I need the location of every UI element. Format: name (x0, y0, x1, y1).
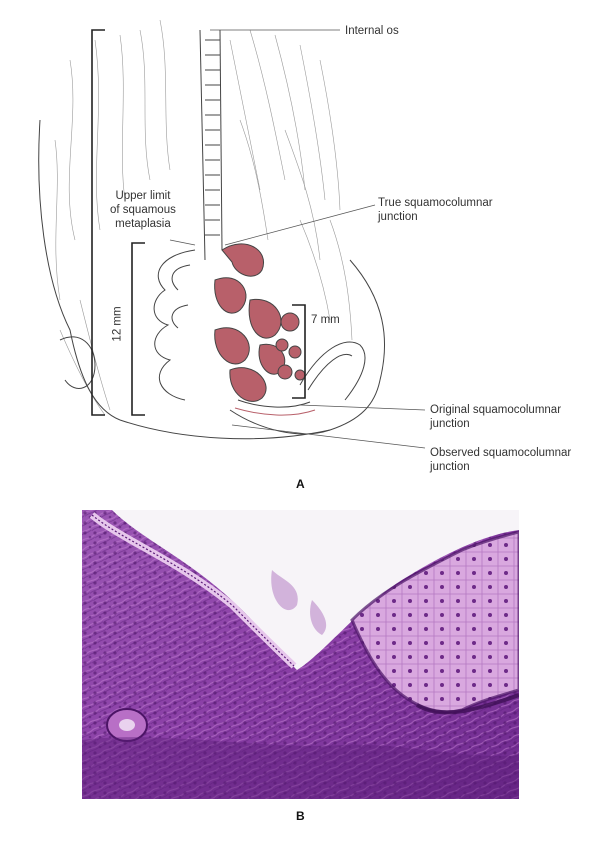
true-junction-label: True squamocolumnar junction (378, 196, 493, 224)
upper-limit-leader (169, 239, 196, 246)
observed-junction-line-1: Observed squamocolumnar (430, 447, 572, 459)
twelve-mm-label: 12 mm (111, 306, 124, 342)
original-junction-line-2: junction (430, 418, 470, 430)
internal-os-label: Internal os (345, 25, 399, 37)
ectocervix-epithelium (234, 341, 366, 416)
histology-micrograph (82, 510, 519, 799)
stroma-fibers (54, 19, 353, 416)
upper-limit-label: Upper limit of squamous metaplasia (110, 189, 176, 231)
debris (271, 570, 327, 635)
observed-junction-label: Observed squamocolumnar junction (430, 446, 571, 474)
observed-junction-line-2: junction (430, 461, 470, 473)
upper-limit-line-1: Upper limit (115, 190, 171, 202)
seven-mm-bracket (292, 304, 306, 399)
original-junction-line-1: Original squamocolumnar (430, 404, 562, 416)
observed-junction-leader (231, 424, 426, 449)
endocervical-glands (214, 243, 306, 402)
cervix-diagram (38, 19, 426, 449)
true-junction-line-1: True squamocolumnar (378, 197, 493, 209)
original-junction-leader (299, 404, 426, 411)
twelve-mm-bracket (131, 242, 145, 416)
seven-mm-label: 7 mm (311, 314, 340, 326)
original-junction-label: Original squamocolumnar junction (430, 403, 561, 431)
columnar-epithelium (89, 512, 297, 669)
blood-vessel (106, 708, 148, 742)
brackets (91, 29, 306, 416)
panel-a-letter: A (296, 477, 305, 491)
upper-limit-line-3: metaplasia (115, 218, 171, 230)
squamous-folds (153, 249, 196, 401)
leader-lines (169, 29, 426, 449)
cervix-outline (38, 119, 385, 440)
panel-b-letter: B (296, 809, 305, 823)
upper-limit-bracket (91, 29, 105, 416)
upper-limit-line-2: of squamous (110, 204, 176, 216)
endocervical-canal (199, 29, 223, 261)
squamous-epithelium (352, 532, 519, 712)
true-junction-line-2: junction (378, 211, 418, 223)
true-junction-leader (224, 204, 376, 246)
